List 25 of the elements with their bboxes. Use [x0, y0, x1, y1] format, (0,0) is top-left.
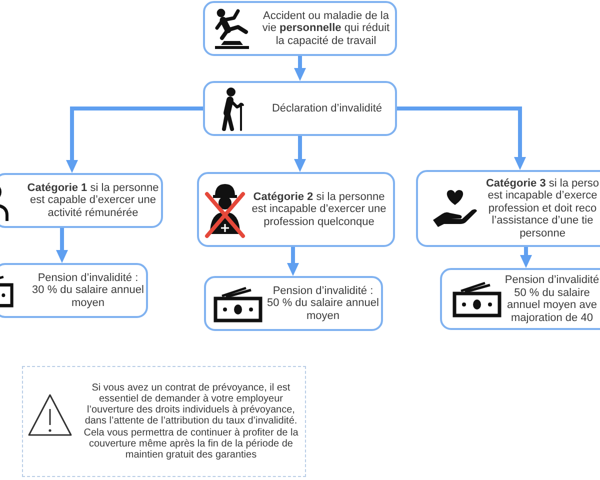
pension-text: Pension d’invalidité 50 % du salaire annuel moyen ave majoration de 40	[504, 274, 600, 324]
event-text: Accident ou maladie de la vie personnelle qui réduit la capacité de travail	[261, 10, 391, 48]
category-text: Catégorie 2 si la personne est incapable d’exercer une profession quelconque	[250, 190, 388, 228]
category-box	[416, 170, 600, 247]
pension-box	[440, 268, 600, 330]
category-box	[0, 173, 163, 228]
pension-text: Pension d’invalidité : 30 % du salaire annuel moyen	[32, 272, 144, 310]
pension-box	[204, 276, 383, 331]
arrow	[294, 56, 306, 81]
arrow	[287, 247, 299, 276]
event-box	[203, 1, 397, 56]
arrow	[520, 247, 532, 268]
arrow	[56, 228, 68, 263]
pension-text: Pension d’invalidité : 50 % du salaire annuel moyen	[266, 284, 380, 322]
step-text: Déclaration d’invalidité	[272, 102, 382, 115]
category-text: Catégorie 3 si la perso est incapable d’exerce profession et doit reco l’assistance d’une tie personne	[485, 177, 600, 240]
pension-box	[0, 263, 148, 318]
arrow	[66, 106, 203, 173]
step-box	[203, 81, 397, 136]
category-text: Catégorie 1 si la personne est capable d’exercer une activité rémunérée	[26, 182, 160, 220]
category-box	[197, 172, 395, 247]
note-text: Si vous avez un contrat de prévoyance, il est essentiel de demander à votre employeur l’ouverture des droits individuels à prévoyance, dans l’attente de l’attribution du taux d’invalidité. Cela vous permettra de continuer à profiter de la couverture même après la fin de la période de maintien gratuit des garanties	[82, 382, 300, 462]
note-box	[22, 366, 306, 477]
arrow	[294, 136, 306, 172]
arrow	[397, 106, 526, 170]
